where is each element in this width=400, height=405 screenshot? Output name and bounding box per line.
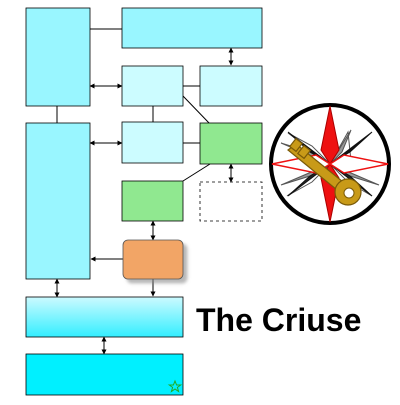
box-row2-right	[199, 65, 263, 107]
arrow-connectors	[54, 47, 234, 355]
star-icon	[167, 379, 183, 393]
box-orange	[122, 239, 184, 280]
box-left-top	[25, 7, 91, 107]
box-row3-left	[121, 121, 184, 164]
box-row2-left	[121, 65, 184, 107]
box-left-tall	[25, 122, 91, 280]
band-solid	[25, 353, 184, 396]
connector-lines	[56, 28, 211, 182]
band-gradient	[25, 296, 184, 338]
box-placeholder-dashed	[199, 181, 263, 222]
box-top-wide	[121, 7, 263, 49]
compass-key-logo	[269, 103, 391, 225]
brand-title: The Criuse	[196, 302, 362, 338]
box-row4-green	[121, 180, 184, 222]
box-row3-green	[199, 122, 263, 165]
